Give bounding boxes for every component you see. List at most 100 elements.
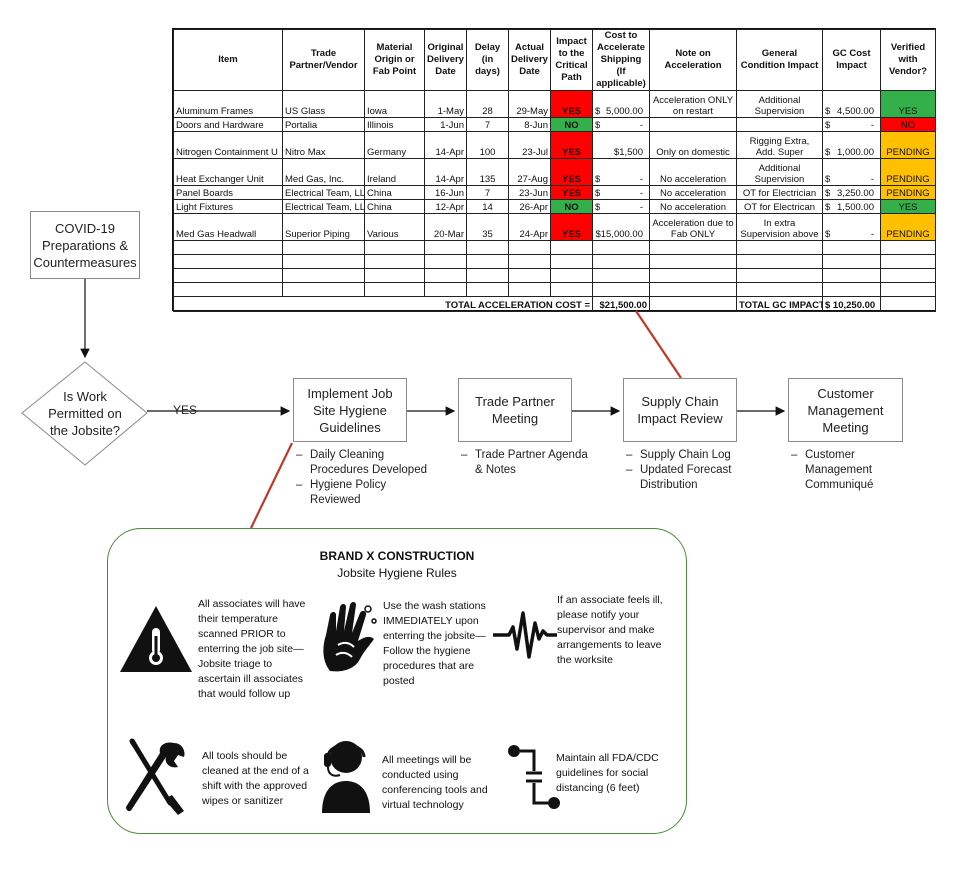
empty-cell (822, 254, 881, 269)
cell-gc-cost: $1,000.00 (822, 131, 881, 159)
empty-cell (282, 254, 365, 269)
step-customer-box: Customer Management Meeting (788, 378, 903, 442)
cell-actual-date: 23-Jun (508, 185, 551, 200)
currency-value: $1,500.00 (825, 202, 878, 213)
cell-origin: Iowa (364, 90, 425, 118)
total-gc-label: TOTAL GC IMPACT= (736, 296, 823, 312)
table-header-row: Item Trade Partner/Vendor Material Origi… (173, 29, 936, 91)
currency-value: $15,000.00 (595, 229, 647, 240)
list-item: Hygiene Policy Reviewed (296, 478, 436, 508)
currency-symbol: $ (825, 106, 831, 117)
currency-symbol: $ (595, 188, 601, 199)
total-accel-label: TOTAL ACCELERATION COST = (173, 296, 593, 312)
cell-item: Nitrogen Containment U (173, 131, 283, 159)
tools-icon (126, 738, 185, 815)
step-supply-chain-bullets: Supply Chain Log Updated Forecast Distri… (626, 448, 756, 493)
step-customer-bullets: Customer Management Communiqué (791, 448, 901, 493)
cell-gc-cost: $3,250.00 (822, 185, 881, 200)
empty-cell (880, 282, 936, 297)
empty-cell (364, 268, 425, 283)
cell-vendor: Nitro Max (282, 131, 365, 159)
empty-cell (364, 282, 425, 297)
step-supply-chain-box: Supply Chain Impact Review (623, 378, 737, 442)
empty-cell (173, 268, 283, 283)
cell-accel-note: No acceleration (649, 185, 737, 200)
col-header-gc-cost: GC Cost Impact (822, 29, 881, 91)
cell-item: Doors and Hardware (173, 117, 283, 132)
col-header-accel-cost: Cost to Accelerate Shipping (If applicab… (592, 29, 650, 91)
currency-amount: 5,000.00 (606, 106, 643, 117)
callout-line-rules (250, 442, 293, 529)
currency-amount: - (639, 120, 643, 131)
empty-cell (282, 240, 365, 255)
empty-cell (282, 268, 365, 283)
cell-accel-note: No acceleration (649, 199, 737, 214)
currency-value: $4,500.00 (825, 106, 878, 117)
currency-amount: - (639, 174, 643, 185)
decision-label: Is Work Permitted on the Jobsite? (48, 389, 122, 438)
currency-value: $5,000.00 (595, 106, 647, 117)
currency-value: $- (595, 202, 647, 213)
cell-gc-impact: Rigging Extra, Add. Super (736, 131, 823, 159)
empty-cell (649, 254, 737, 269)
currency-value: $- (595, 174, 647, 185)
empty-cell (736, 268, 823, 283)
rule-text-wash-stations: Use the wash stations IMMEDIATELY upon e… (383, 600, 486, 687)
empty-cell (173, 240, 283, 255)
empty-cell (550, 240, 593, 255)
total-gc-value: $ 10,250.00 (822, 296, 881, 312)
col-header-accel-note: Note on Acceleration (649, 29, 737, 91)
col-header-delay: Delay (in days) (466, 29, 509, 91)
cell-verified: NO (880, 117, 936, 132)
col-header-actual-date: Actual Delivery Date (508, 29, 551, 91)
rules-title: BRAND X CONSTRUCTION (319, 549, 475, 563)
cell-gc-impact: In extra Supervision above (736, 213, 823, 241)
step-hygiene-box: Implement Job Site Hygiene Guidelines (293, 378, 407, 442)
empty-cell (424, 254, 467, 269)
cell-original-date: 20-Mar (424, 213, 467, 241)
cell-accel-cost: $1,500 (592, 131, 650, 159)
currency-amount: $15,000.00 (595, 229, 643, 240)
currency-amount: - (639, 188, 643, 199)
currency-amount: $1,500 (613, 147, 643, 158)
empty-cell (424, 282, 467, 297)
currency-symbol: $ (825, 147, 831, 158)
cell-verified: PENDING (880, 185, 936, 200)
col-header-original-date: Original Delivery Date (424, 29, 467, 91)
cell-verified: PENDING (880, 131, 936, 159)
cell-actual-date: 8-Jun (508, 117, 551, 132)
cell-original-date: 1-Jun (424, 117, 467, 132)
cell-delay: 7 (466, 117, 509, 132)
empty-cell (736, 282, 823, 297)
cell-gc-impact: Additional Supervision (736, 158, 823, 186)
col-header-origin: Material Origin or Fab Point (364, 29, 425, 91)
cell-accel-note: Only on domestic (649, 131, 737, 159)
cell-origin: China (364, 199, 425, 214)
empty-cell (550, 282, 593, 297)
callout-line-table (635, 310, 682, 379)
rule-text-temperature: All associates will have their temperatu… (198, 598, 306, 700)
empty-cell (466, 240, 509, 255)
cell-critical-path: YES (550, 185, 593, 200)
empty-cell (592, 282, 650, 297)
empty-cell (550, 268, 593, 283)
cell-item: Panel Boards (173, 185, 283, 200)
cell-original-date: 12-Apr (424, 199, 467, 214)
thermometer-warning-icon (120, 606, 192, 672)
currency-symbol: $ (595, 120, 601, 131)
empty-cell (736, 240, 823, 255)
yes-edge-label: YES (173, 403, 198, 417)
currency-amount: 1,500.00 (837, 202, 874, 213)
cell-actual-date: 29-May (508, 90, 551, 118)
step-hygiene-title: Implement Job Site Hygiene Guidelines (307, 385, 393, 435)
col-header-verified: Verified with Vendor? (880, 29, 936, 91)
currency-symbol: $ (595, 174, 601, 185)
currency-value: $3,250.00 (825, 188, 878, 199)
cell-critical-path: YES (550, 158, 593, 186)
